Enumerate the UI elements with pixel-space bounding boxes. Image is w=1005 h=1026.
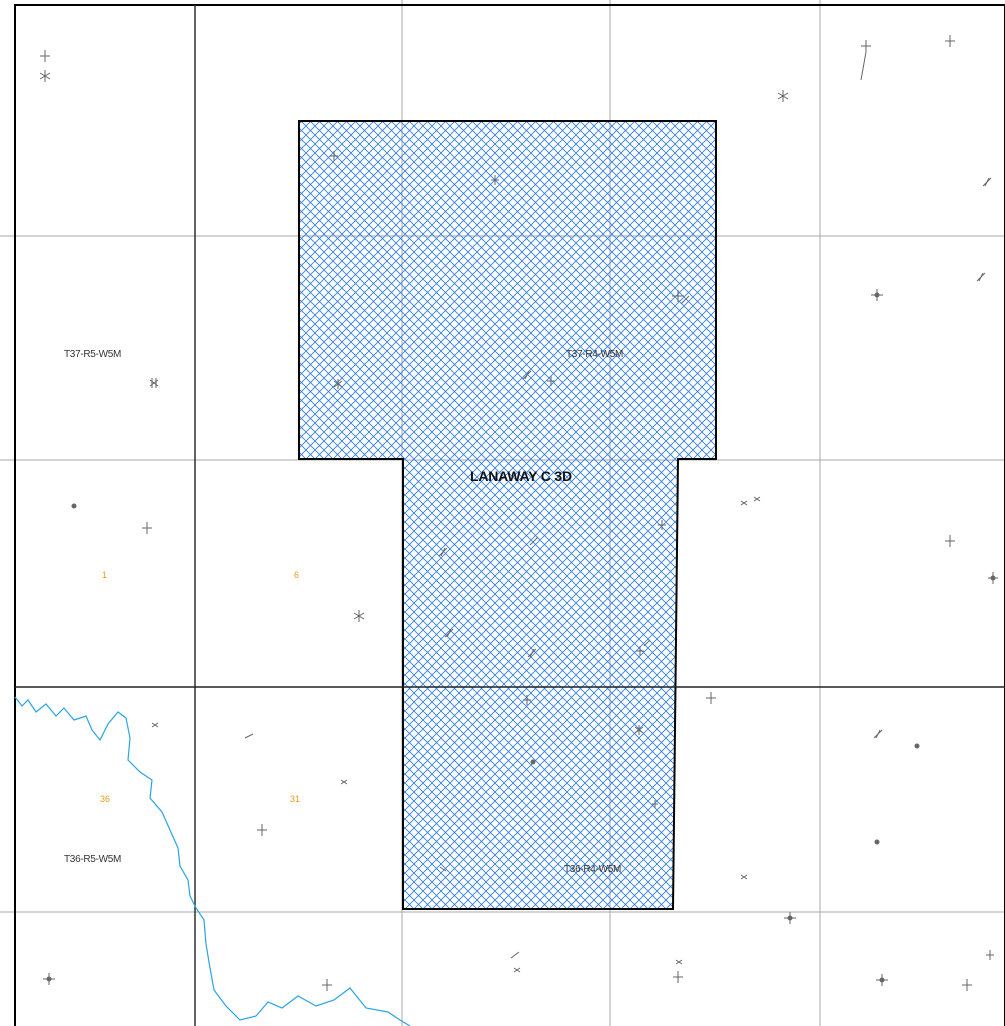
section-label-1: 1	[102, 570, 107, 580]
section-label-6: 6	[294, 570, 299, 580]
township-label-t37-r4: T37-R4-W5M	[566, 349, 623, 360]
section-label-31: 31	[290, 794, 300, 804]
township-label-t36-r4: T36-R4-W5M	[564, 864, 621, 875]
township-label-t37-r5: T37-R5-W5M	[64, 349, 121, 360]
township-label-t36-r5: T36-R5-W5M	[64, 854, 121, 865]
township-boundaries	[14, 4, 1005, 1026]
river	[14, 696, 411, 1026]
survey-label: LANAWAY C 3D	[470, 468, 572, 484]
section-label-36: 36	[100, 794, 110, 804]
well-symbols	[39, 35, 998, 991]
survey-area-lanaway-c-3d[interactable]	[298, 120, 717, 910]
